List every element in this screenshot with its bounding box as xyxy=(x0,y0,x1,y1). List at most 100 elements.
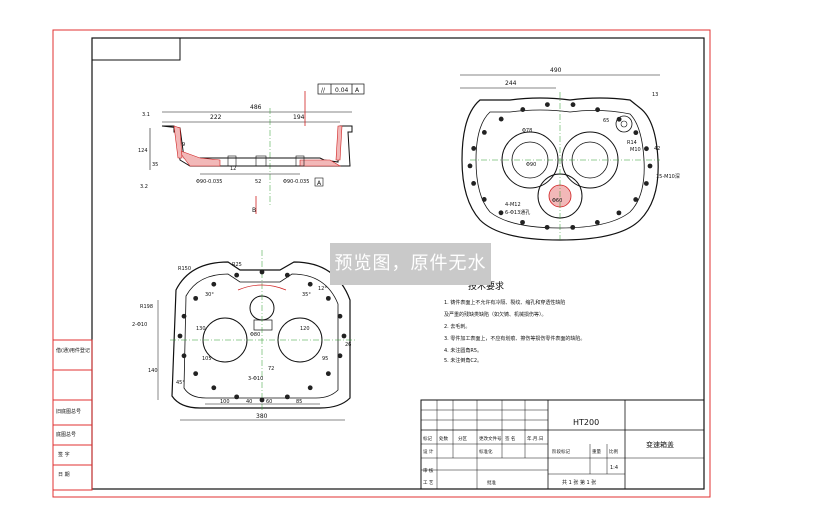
left-block: 借(通)用件登记 旧底图总号 底图总号 签 字 日 期 xyxy=(52,339,93,491)
dim-244: 244 xyxy=(505,80,517,87)
bolt-hole xyxy=(193,371,199,377)
bolt-hole xyxy=(284,272,290,278)
dim-r150: R150 xyxy=(178,266,191,272)
tech-req-line: 2. 去毛刺。 xyxy=(444,323,470,330)
bolt-hole xyxy=(481,197,487,202)
dim-52: 52 xyxy=(255,179,261,185)
top-view: 490 244 13 65 42 R14 M10 Φ78 Φ90 Φ60 4-M… xyxy=(460,67,680,241)
bolt-hole xyxy=(325,295,331,301)
angle-35: 35° xyxy=(302,292,311,298)
bolt-hole xyxy=(544,102,550,108)
dim-105: 105 xyxy=(202,356,212,362)
tolerance-value: 0.04 xyxy=(335,87,349,94)
sheet-count: 共 1 张 第 1 张 xyxy=(562,479,596,486)
outer-border xyxy=(52,29,711,498)
dim-bore2: Φ90-0.035 xyxy=(283,179,309,185)
dim-130: 130 xyxy=(196,326,206,332)
dim-r14: R14 xyxy=(627,140,637,146)
dim-r198: R198 xyxy=(140,304,153,310)
dim-486: 486 xyxy=(250,104,262,111)
tb-design: 设 计 xyxy=(423,448,434,455)
tech-req-line: 1. 铸件表面上不允许有冷隔、裂纹、缩孔和穿透性缺陷 xyxy=(444,299,565,306)
dim-phi80: Φ80 xyxy=(250,332,260,338)
left-block-label: 旧底图总号 xyxy=(56,408,81,415)
dim-2phi10: 2-Φ10 xyxy=(132,322,147,328)
bolt-hole xyxy=(570,102,576,108)
tb-stage: 阶段标记 xyxy=(552,448,570,455)
bolt-hole xyxy=(307,281,313,287)
angle-12: 12° xyxy=(318,286,327,292)
bolt-hole xyxy=(467,163,473,169)
bolt-hole xyxy=(633,197,639,202)
tolerance-datum: A xyxy=(355,87,360,94)
bolt-hole xyxy=(211,281,217,287)
left-block-label: 底图总号 xyxy=(56,431,76,438)
bolt-hole xyxy=(181,313,187,319)
dim-13: 13 xyxy=(652,92,658,98)
dim-3.1: 3.1 xyxy=(142,112,150,118)
section-b: B xyxy=(252,207,256,214)
bolt-hole xyxy=(498,116,504,122)
dim-12: 12 xyxy=(230,166,236,172)
bolt-hole xyxy=(643,181,649,186)
tolerance-symbol: // xyxy=(321,87,326,94)
dim-95: 95 xyxy=(322,356,328,362)
tb-scale: 比例 xyxy=(609,448,618,455)
dim-194: 194 xyxy=(293,114,305,121)
tb-review: 审 核 xyxy=(423,467,434,474)
dim-3phi10: 3-Φ10 xyxy=(248,376,263,382)
left-block-label: 借(通)用件登记 xyxy=(56,347,90,354)
watermark: 预览图，原件无水印 xyxy=(330,243,491,316)
bolt-hole xyxy=(234,394,240,400)
dim-380: 380 xyxy=(256,413,268,420)
tb-doc: 更改文件号 xyxy=(479,435,502,442)
material: HT200 xyxy=(573,418,599,427)
bolt-hole xyxy=(595,107,600,113)
bolt-hole xyxy=(616,210,622,216)
dim-490: 490 xyxy=(550,67,562,74)
tb-weight: 重量 xyxy=(592,448,601,455)
dim-100: 100 xyxy=(220,399,230,405)
bolt-hole xyxy=(594,220,600,225)
angle-30: 30° xyxy=(205,292,214,298)
bolt-hole xyxy=(544,224,550,230)
bolt-hole xyxy=(181,353,187,359)
bolt-hole xyxy=(337,313,343,319)
tb-mark: 标记 xyxy=(423,435,432,442)
tech-req-line: 5. 未注倒角C2。 xyxy=(444,357,482,364)
bolt-hole xyxy=(498,210,504,216)
dim-85: 85 xyxy=(296,399,302,405)
tb-zone: 分区 xyxy=(458,435,467,442)
bolt-hole xyxy=(616,116,622,122)
dim-60: 60 xyxy=(266,399,272,405)
front-section-view: 486 222 194 3.1 3.2 124 9 35 Φ90-0.035 5… xyxy=(138,83,365,214)
bolt-hole xyxy=(234,272,240,278)
bolt-hole xyxy=(337,353,343,359)
tech-req-line: 3. 零件加工表面上，不应有划痕、擦伤等损伤零件表面的缺陷。 xyxy=(444,335,585,342)
left-block-label: 日 期 xyxy=(58,472,70,478)
bolt-hole xyxy=(307,385,313,391)
bolt-hole xyxy=(633,130,639,136)
tb-sign: 签 名 xyxy=(505,435,515,442)
bolt-hole xyxy=(259,397,265,403)
dim-120: 120 xyxy=(300,326,310,332)
bolt-hole xyxy=(644,146,649,152)
datum-a: A xyxy=(317,180,322,187)
bolt-hole xyxy=(520,219,525,225)
bottom-bolt-holes xyxy=(177,269,347,403)
bolt-hole xyxy=(647,163,653,169)
dim-124: 124 xyxy=(138,148,148,154)
bolt-hole xyxy=(177,333,183,339)
dim-222: 222 xyxy=(210,114,222,121)
dim-4m12: 4-M12 xyxy=(505,202,521,208)
scale: 1:4 xyxy=(610,465,618,471)
bolt-hole xyxy=(341,333,347,339)
dim-26: 26 xyxy=(345,342,351,348)
left-block-label: 签 字 xyxy=(58,451,70,458)
dim-r25: R25 xyxy=(232,262,242,268)
bolt-hole xyxy=(193,295,199,301)
bolt-hole xyxy=(325,371,331,377)
top-left-code-box xyxy=(91,37,181,61)
dim-72: 72 xyxy=(268,366,274,372)
